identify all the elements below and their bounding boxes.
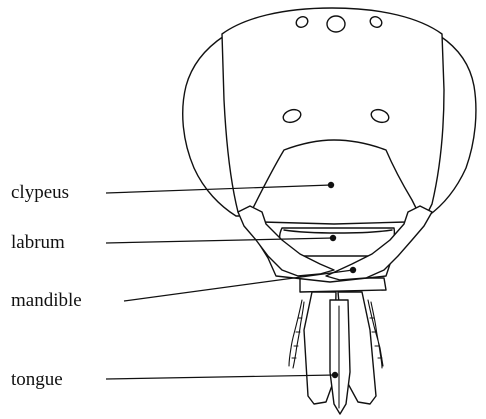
label-labrum: labrum — [11, 232, 65, 253]
label-clypeus: clypeus — [11, 182, 69, 203]
dot-labrum — [330, 235, 336, 241]
dot-tongue — [332, 372, 338, 378]
leader-tongue — [106, 375, 335, 379]
ocellus-center — [327, 16, 345, 32]
central-tongue — [330, 300, 350, 414]
label-mandible: mandible — [11, 290, 82, 311]
label-tongue: tongue — [11, 369, 63, 390]
dot-clypeus — [328, 182, 334, 188]
left-palp — [289, 300, 304, 368]
tongue-parts — [289, 278, 386, 414]
dot-mandible — [350, 267, 356, 273]
labels: clypeus labrum mandible tongue — [11, 182, 82, 390]
